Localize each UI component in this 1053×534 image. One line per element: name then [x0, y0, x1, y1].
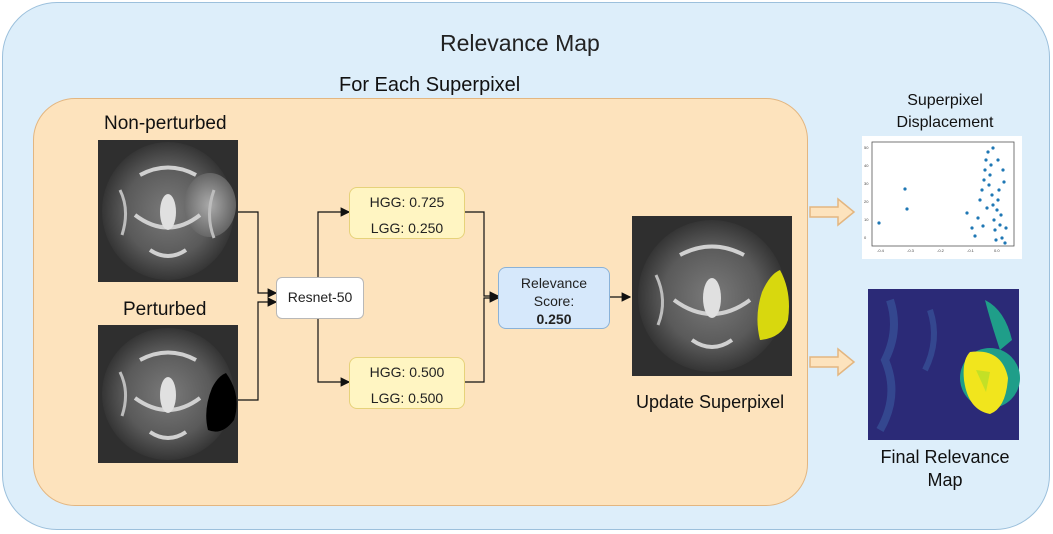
loop-label: For Each Superpixel: [339, 74, 521, 96]
output-bottom-hgg: HGG: 0.500: [369, 364, 445, 380]
relevance-score-value: 0.250: [536, 311, 572, 327]
y-tick-label: 40: [864, 163, 869, 168]
scatter-point: [965, 211, 969, 215]
scatter-point: [992, 218, 996, 222]
scatter-point: [982, 178, 986, 182]
arrow-to-displacement: [809, 197, 856, 227]
displacement-title: Superpixel Displacement: [870, 90, 1020, 134]
relevance-score-box: Relevance Score: 0.250: [498, 267, 610, 329]
scatter-point: [1001, 168, 1005, 172]
final-map-title: Final Relevance Map: [868, 446, 1022, 492]
output-top-box: HGG: 0.725 LGG: 0.250: [349, 187, 465, 239]
scatter-point: [985, 206, 989, 210]
scatter-point: [995, 208, 999, 212]
y-tick-label: 10: [864, 217, 869, 222]
updated-superpixel-mri: [632, 216, 792, 376]
scatter-point: [905, 207, 909, 211]
diagram-title: Relevance Map: [440, 30, 600, 56]
scatter-point: [991, 146, 995, 150]
scatter-point: [973, 234, 977, 238]
scatter-point: [1004, 226, 1008, 230]
scatter-point: [996, 198, 1000, 202]
superpixel-highlight: [757, 270, 789, 340]
scatter-point: [996, 158, 1000, 162]
final-relevance-heatmap: [868, 289, 1020, 440]
scatter-point: [980, 188, 984, 192]
x-tick-label: -0.3: [907, 248, 915, 253]
scatter-point: [989, 163, 993, 167]
x-tick-label: -0.4: [877, 248, 885, 253]
scatter-point: [1003, 241, 1007, 245]
final-map-title-line1: Final Relevance: [880, 447, 1010, 467]
x-tick-label: 0.0: [994, 248, 1000, 253]
scatter-point: [999, 213, 1003, 217]
output-bottom-lgg: LGG: 0.500: [370, 390, 444, 406]
displacement-title-line2: Displacement: [896, 114, 994, 131]
y-tick-label: 20: [864, 199, 869, 204]
perturbed-mri: [98, 325, 238, 463]
relevance-label-line1: Relevance: [520, 275, 588, 291]
y-tick-label: 50: [864, 145, 869, 150]
non-perturbed-mri: [98, 140, 238, 282]
scatter-point: [988, 173, 992, 177]
arrow-to-final-map: [809, 347, 856, 377]
scatter-point: [993, 228, 997, 232]
displacement-plot: -0.4 -0.3 -0.2 -0.1 0.0 50 40 30 20 10 0: [862, 136, 1022, 259]
displacement-title-line1: Superpixel: [907, 92, 983, 109]
final-map-title-line2: Map: [927, 470, 963, 490]
scatter-point: [986, 150, 990, 154]
output-top-lgg: LGG: 0.250: [370, 220, 444, 236]
y-tick-label: 30: [864, 181, 869, 186]
scatter-point: [994, 238, 998, 242]
scatter-point: [997, 188, 1001, 192]
scatter-point: [990, 193, 994, 197]
output-top-hgg: HGG: 0.725: [369, 194, 445, 210]
output-bottom-box: HGG: 0.500 LGG: 0.500: [349, 357, 465, 409]
scatter-point: [903, 187, 907, 191]
scatter-point: [998, 223, 1002, 227]
scatter-point: [1000, 236, 1004, 240]
scatter-point: [981, 224, 985, 228]
perturbed-label: Perturbed: [123, 299, 207, 320]
resnet-50-box: Resnet-50: [276, 277, 364, 319]
scatter-point: [987, 183, 991, 187]
y-tick-label: 0: [864, 235, 867, 240]
scatter-point: [970, 226, 974, 230]
x-tick-label: -0.2: [937, 248, 945, 253]
non-perturbed-label: Non-perturbed: [104, 113, 227, 134]
update-superpixel-label: Update Superpixel: [636, 392, 785, 412]
scatter-point: [877, 221, 881, 225]
relevance-label-line2: Score:: [533, 293, 575, 309]
resnet-50-label: Resnet-50: [287, 289, 353, 305]
scatter-point: [1002, 180, 1006, 184]
x-tick-label: -0.1: [967, 248, 975, 253]
scatter-point: [978, 198, 982, 202]
scatter-point: [976, 216, 980, 220]
scatter-point: [991, 203, 995, 207]
scatter-point: [983, 168, 987, 172]
scatter-point: [984, 158, 988, 162]
